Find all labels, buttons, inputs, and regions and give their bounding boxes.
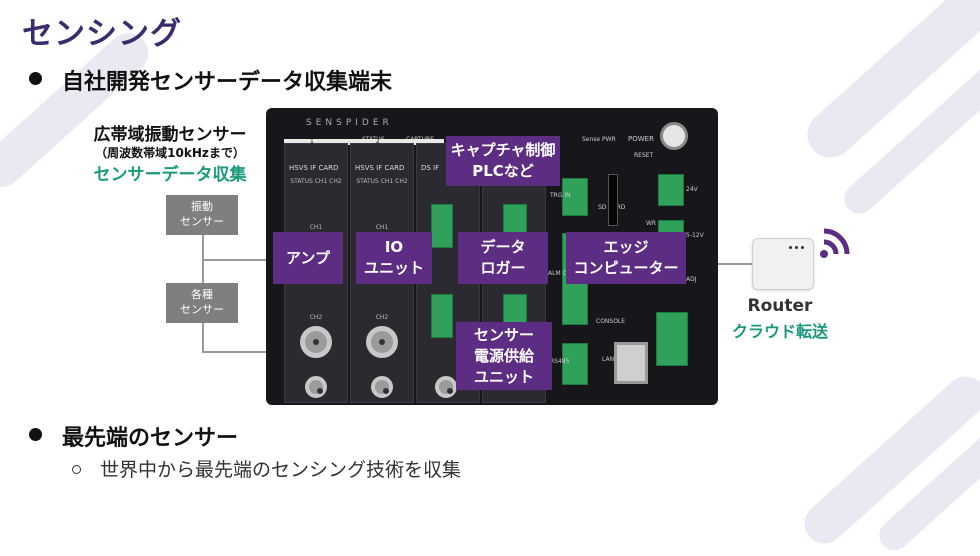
bnc-connector-icon[interactable]: [435, 376, 457, 398]
port-label: LAN: [602, 356, 615, 363]
port-label: ALM OUT: [548, 270, 576, 277]
sensor-panel-title: 広帯域振動センサー: [93, 125, 247, 145]
bullet-icon: [29, 428, 42, 441]
bnc-connector-icon[interactable]: [300, 326, 332, 358]
decor-stripe: [798, 0, 980, 168]
vibration-sensor-box: 振動 センサー: [166, 195, 238, 235]
connector-line: [202, 351, 292, 353]
callout-io-unit: IO ユニット: [356, 232, 432, 284]
port-label: TRG IN: [550, 192, 571, 199]
card-ch1: CH1: [375, 224, 389, 231]
connector-line: [202, 259, 292, 261]
callout-data-logger: データ ロガー: [458, 232, 548, 284]
port-label: CONSOLE: [596, 318, 626, 325]
callout-line: センサー: [473, 325, 534, 344]
callout-plc: キャプチャ制御 PLCなど: [446, 136, 560, 186]
bnc-connector-icon[interactable]: [366, 326, 398, 358]
bullet-heading-2: 最先端のセンサー: [62, 426, 239, 451]
connector-line: [716, 263, 754, 265]
port-label: ADJ: [686, 276, 697, 283]
sensor-box-label: センサー: [180, 215, 224, 228]
terminal-block[interactable]: [562, 178, 588, 216]
device-label: Sense PWR: [582, 136, 616, 143]
card-ch2: CH2: [309, 314, 323, 321]
card-channels: STATUS CH1 CH2: [356, 178, 408, 185]
callout-power-supply: センサー 電源供給 ユニット: [456, 322, 552, 390]
bnc-connector-icon[interactable]: [371, 376, 393, 398]
device-label: RESET: [634, 152, 654, 159]
terminal-block[interactable]: [431, 204, 453, 248]
callout-amp: アンプ: [273, 232, 343, 284]
card-ch1: CH1: [309, 224, 323, 231]
callout-line: データ: [480, 238, 526, 256]
power-button[interactable]: [660, 122, 688, 150]
callout-line: エッジ: [603, 238, 649, 256]
router-caption: クラウド転送: [731, 322, 828, 341]
device-label: POWER: [628, 135, 654, 143]
terminal-block[interactable]: [656, 312, 688, 366]
bullet-icon: [29, 72, 42, 85]
various-sensor-box: 各種 センサー: [166, 283, 238, 323]
callout-line: ロガー: [480, 259, 526, 277]
sensor-panel-subtitle: （周波数帯域10kHzまで）: [95, 146, 245, 160]
card-label: HSVS IF CARD: [289, 164, 339, 172]
callout-edge-computer: エッジ コンピューター: [566, 232, 686, 284]
device-brand: SENSPIDER: [306, 118, 393, 128]
port-label: WR: [646, 220, 657, 227]
sub-bullet-icon: [72, 465, 81, 474]
callout-line: アンプ: [286, 248, 330, 267]
router-icon: [752, 238, 814, 290]
card-ch2: CH2: [375, 314, 389, 321]
terminal-block[interactable]: [658, 174, 684, 206]
sensor-box-label: センサー: [180, 303, 224, 316]
slot-strip: [284, 139, 444, 145]
port-label: RS485: [550, 358, 570, 365]
sensor-box-label: 各種: [191, 288, 213, 301]
sd-card-slot[interactable]: [608, 174, 618, 226]
card-label: DS IF: [421, 164, 440, 172]
card-label: HSVS IF CARD: [355, 164, 405, 172]
card-channels: STATUS CH1 CH2: [290, 178, 342, 185]
sensor-panel-caption: センサーデータ収集: [93, 165, 247, 185]
port-label: 24V: [686, 186, 698, 193]
sensor-box-label: 振動: [191, 200, 213, 213]
port-label: 5-12V: [686, 232, 704, 239]
connector-line: [202, 323, 204, 353]
bullet-heading-1: 自社開発センサーデータ収集端末: [62, 70, 393, 95]
callout-line: コンピューター: [573, 259, 679, 277]
callout-line: ユニット: [363, 259, 424, 277]
sub-bullet-text: 世界中から最先端のセンシング技術を収集: [100, 459, 462, 481]
router-label: Router: [747, 296, 813, 316]
callout-line: 電源供給: [473, 346, 534, 365]
lan-port[interactable]: [614, 342, 648, 384]
wifi-icon: [820, 228, 850, 258]
slot-number: 1: [310, 138, 314, 145]
terminal-block[interactable]: [431, 294, 453, 338]
callout-line: IO: [384, 238, 404, 256]
bnc-connector-icon[interactable]: [305, 376, 327, 398]
page-title: センシング: [22, 16, 182, 52]
callout-line: キャプチャ制御: [450, 141, 556, 159]
terminal-block[interactable]: [562, 343, 588, 385]
callout-line: PLCなど: [472, 162, 534, 180]
callout-line: ユニット: [473, 367, 534, 386]
slot-number: 2: [376, 138, 380, 145]
